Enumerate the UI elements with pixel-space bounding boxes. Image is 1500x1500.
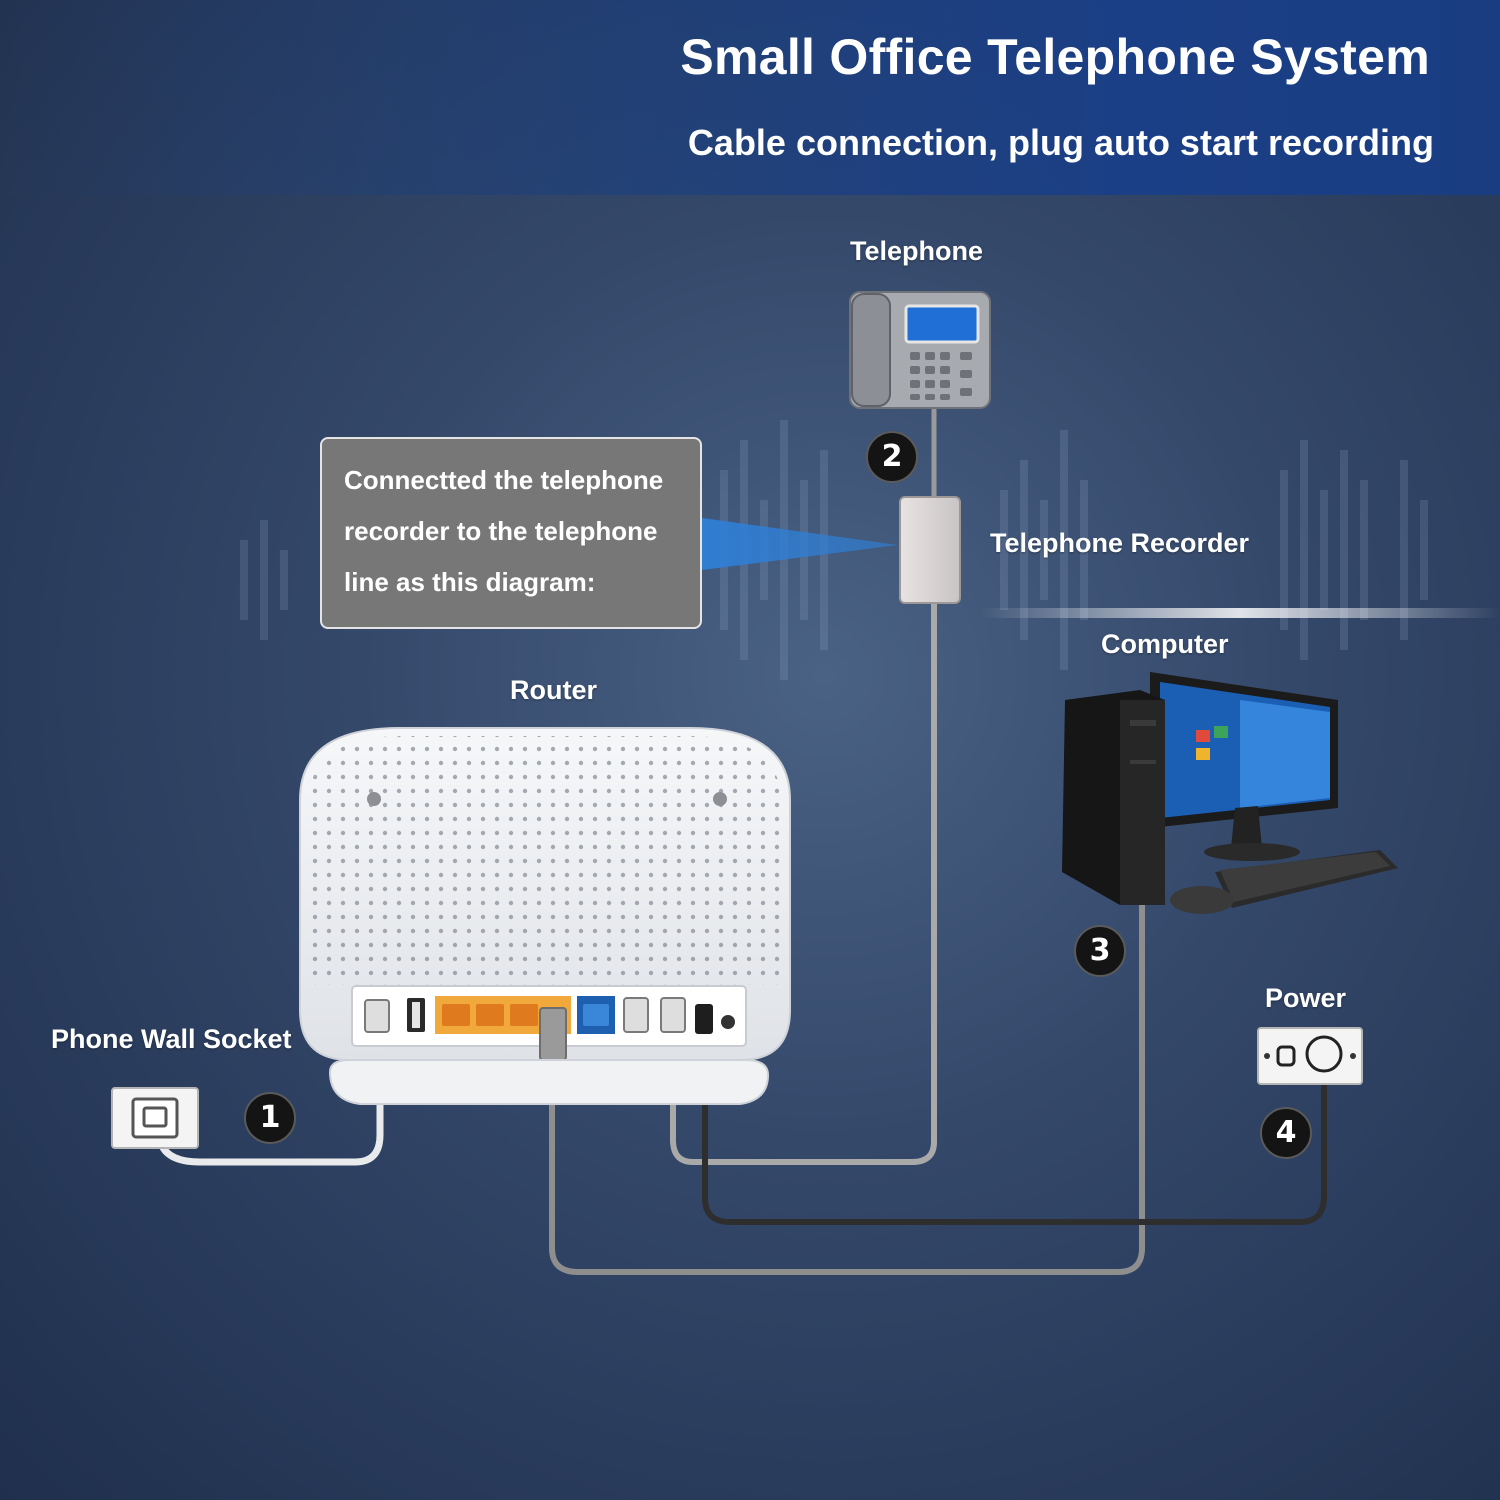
note-pointer (702, 518, 898, 570)
phone-wall-socket-icon (111, 1087, 199, 1149)
telephone-recorder-icon (899, 496, 961, 604)
cable-router-to-computer (549, 892, 1145, 1275)
telephone-icon (849, 291, 991, 409)
cable-wall-to-router (156, 1036, 384, 1166)
step-badge-1: 1 (244, 1092, 296, 1144)
page-title: Small Office Telephone System (680, 29, 1430, 85)
cable-recorder-to-router (670, 600, 937, 1165)
cables (156, 407, 1327, 1275)
page-subtitle: Cable connection, plug auto start record… (687, 122, 1434, 163)
telephone-label: Telephone (850, 236, 984, 266)
instruction-note: Connectted the telephone recorder to the… (320, 437, 702, 629)
power-outlet-icon (1257, 1027, 1363, 1085)
phone-wall-socket-label: Phone Wall Socket (51, 1024, 292, 1054)
step-badge-2: 2 (866, 431, 918, 483)
step-badge-3: 3 (1074, 925, 1126, 977)
computer-label: Computer (1101, 629, 1229, 659)
computer-icon (1062, 672, 1398, 914)
step-badge-4: 4 (1260, 1107, 1312, 1159)
header-band (0, 0, 1500, 195)
router-label: Router (510, 675, 597, 705)
power-label: Power (1265, 983, 1347, 1013)
router-icon (299, 727, 791, 1105)
cable-router-to-power (702, 1057, 1327, 1225)
telephone-recorder-label: Telephone Recorder (990, 528, 1250, 558)
light-flare (980, 608, 1500, 618)
